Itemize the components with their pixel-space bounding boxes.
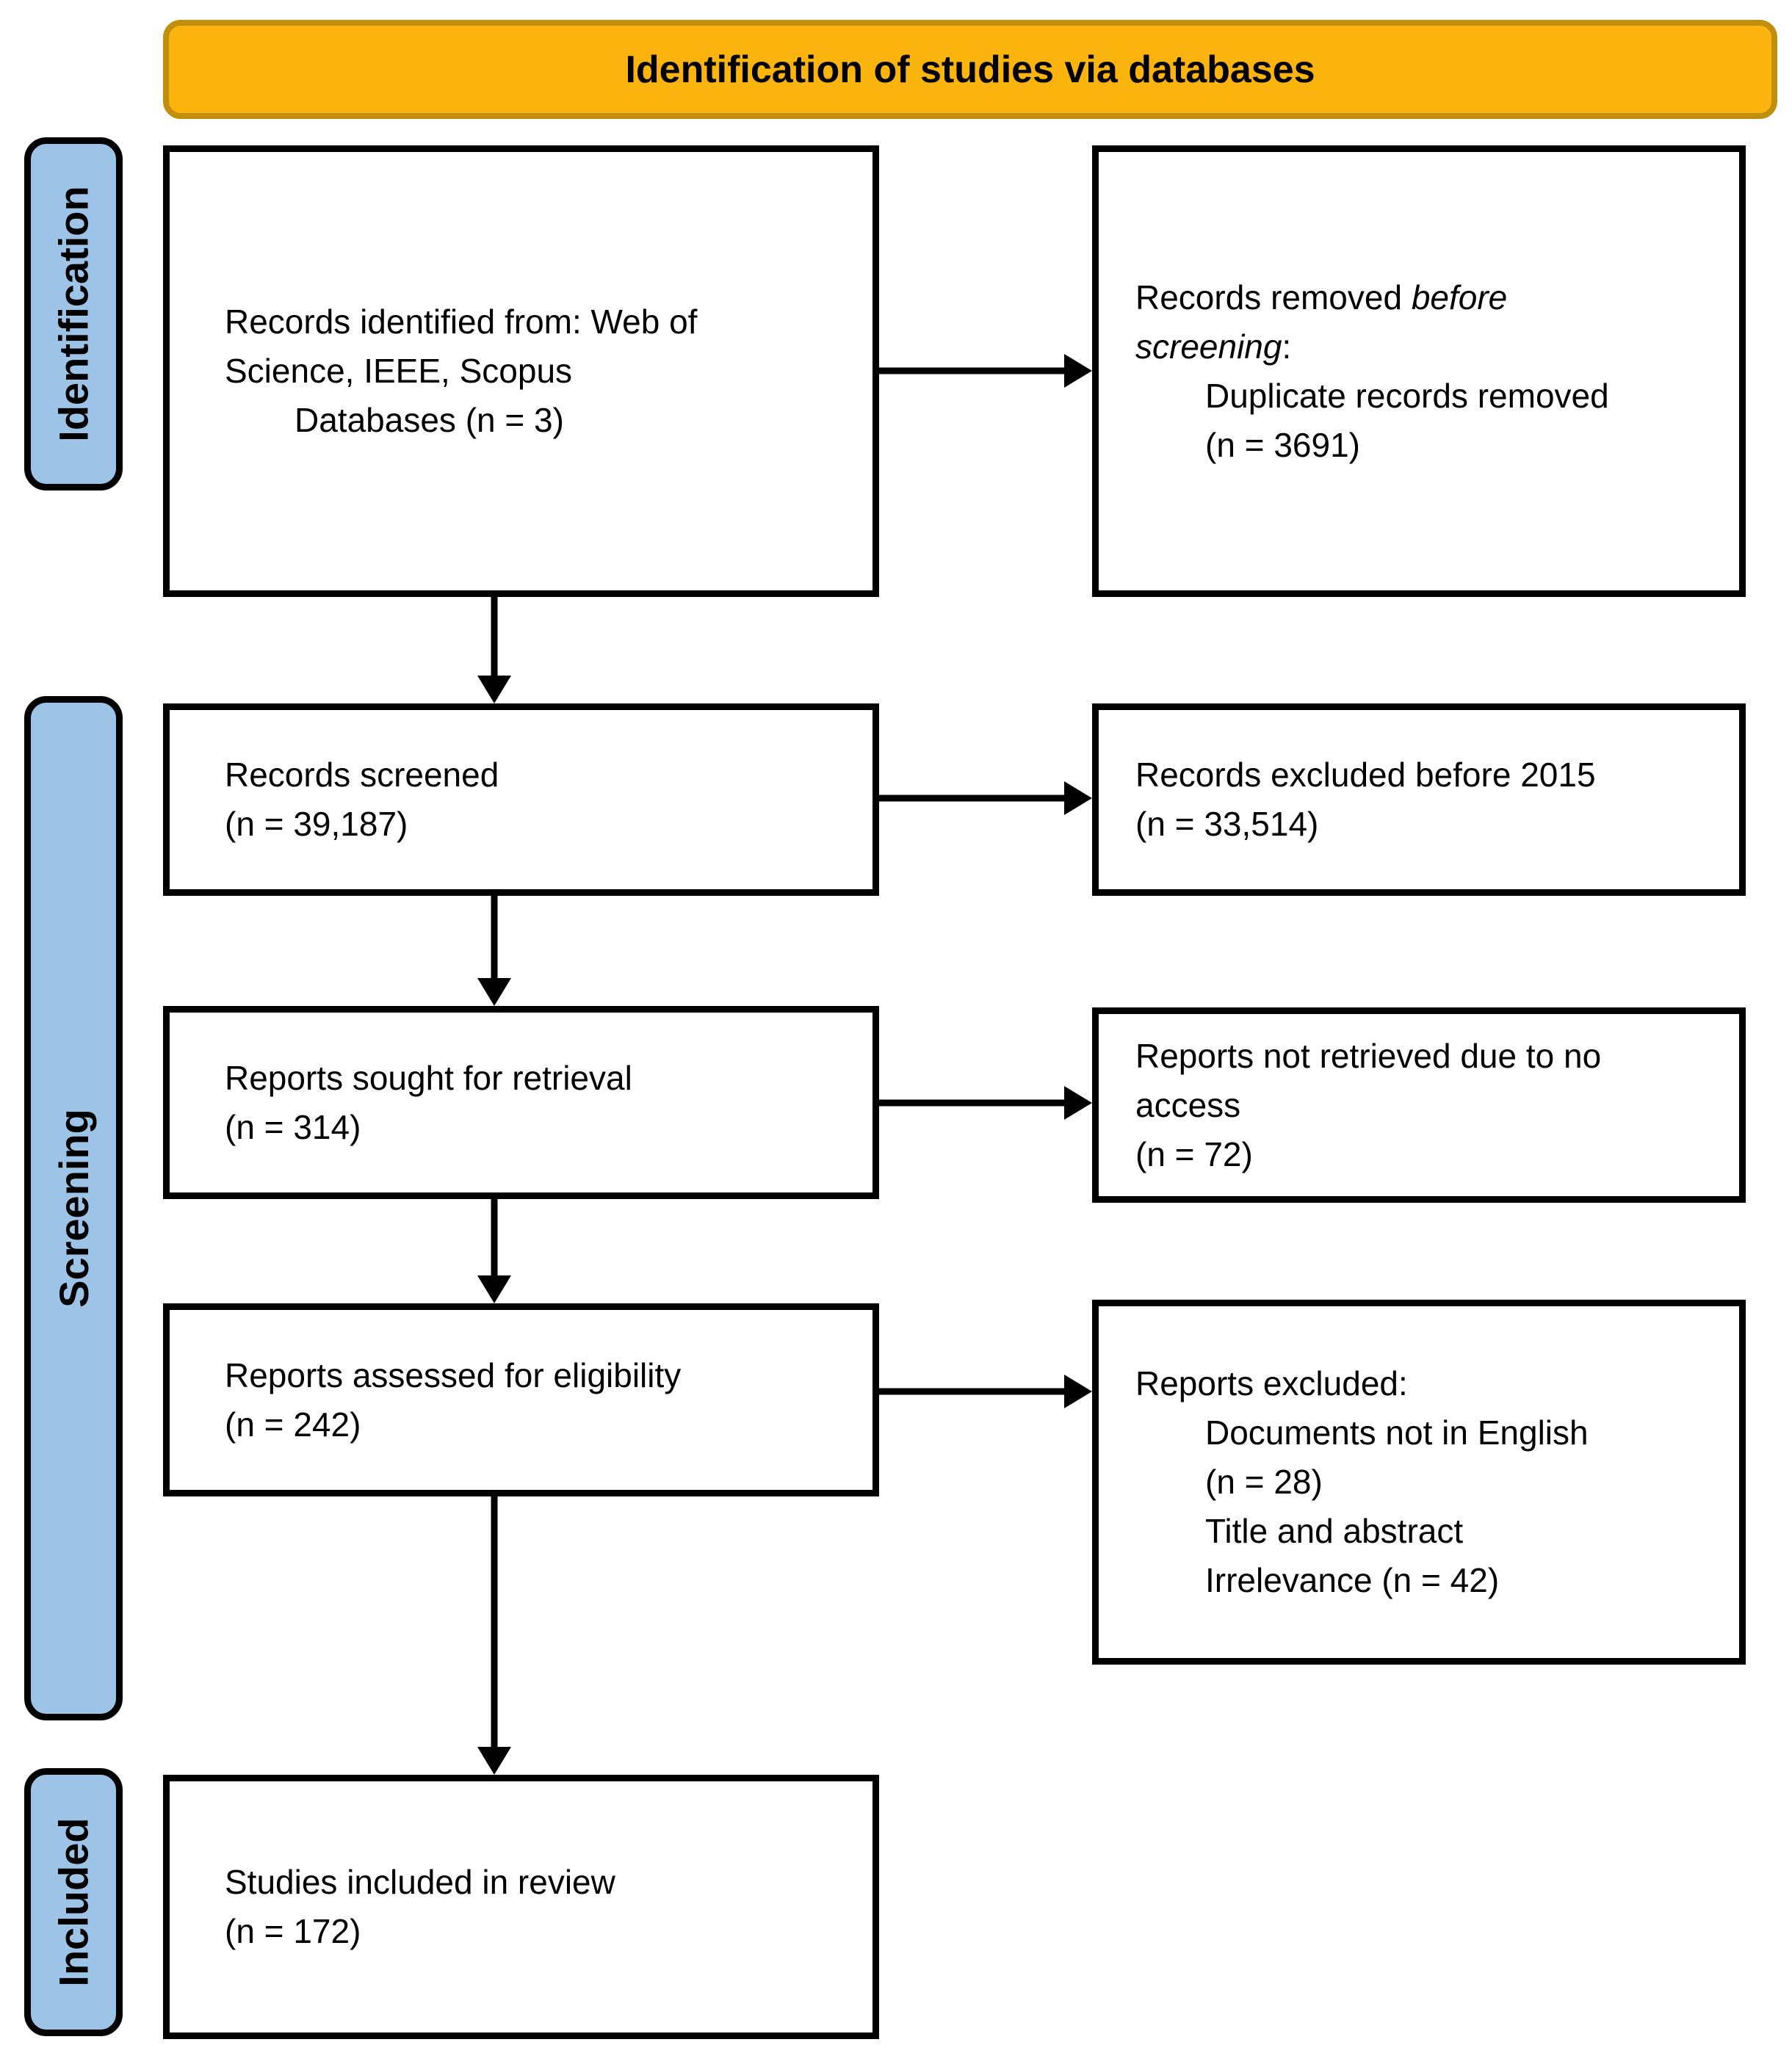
arrow-head-right-icon (1064, 354, 1092, 388)
box-studies-included-in-review: Studies included in review(n = 172) (163, 1775, 879, 2039)
banner-title: Identification of studies via databases (163, 20, 1777, 119)
arrow-head-down-icon (477, 676, 511, 703)
arrow-head-down-icon (477, 978, 511, 1006)
arrow-head-right-icon (1064, 781, 1092, 815)
arrow-head-right-icon (1064, 1086, 1092, 1120)
box-records-excluded-before-2015: Records excluded before 2015(n = 33,514) (1092, 703, 1746, 896)
arrow-head-right-icon (1064, 1375, 1092, 1408)
box-records-screened: Records screened(n = 39,187) (163, 703, 879, 896)
arrow-head-down-icon (477, 1275, 511, 1303)
stage-label-included: Included (24, 1768, 123, 2036)
arrow-identified-to-screened (477, 597, 511, 703)
arrow-head-down-icon (477, 1747, 511, 1775)
arrow-screened-to-sought (477, 896, 511, 1006)
arrow-sought-to-assessed (477, 1199, 511, 1303)
box-reports-assessed-for-eligibility: Reports assessed for eligibility(n = 242… (163, 1303, 879, 1496)
box-reports-excluded: Reports excluded:Documents not in Englis… (1092, 1300, 1746, 1665)
box-reports-sought-for-retrieval: Reports sought for retrieval(n = 314) (163, 1006, 879, 1199)
stage-label-identification-text: Identification (50, 186, 97, 442)
stage-label-screening: Screening (24, 696, 123, 1720)
arrow-assessed-to-included (477, 1496, 511, 1775)
arrow-assessed-to-reports-excluded (879, 1375, 1092, 1408)
stage-label-included-text: Included (50, 1817, 97, 1987)
stage-label-identification: Identification (24, 137, 123, 490)
stage-label-screening-text: Screening (50, 1109, 97, 1308)
arrow-screened-to-excluded (879, 781, 1092, 815)
arrow-sought-to-not-retrieved (879, 1086, 1092, 1120)
arrow-identified-to-removed (879, 354, 1092, 388)
